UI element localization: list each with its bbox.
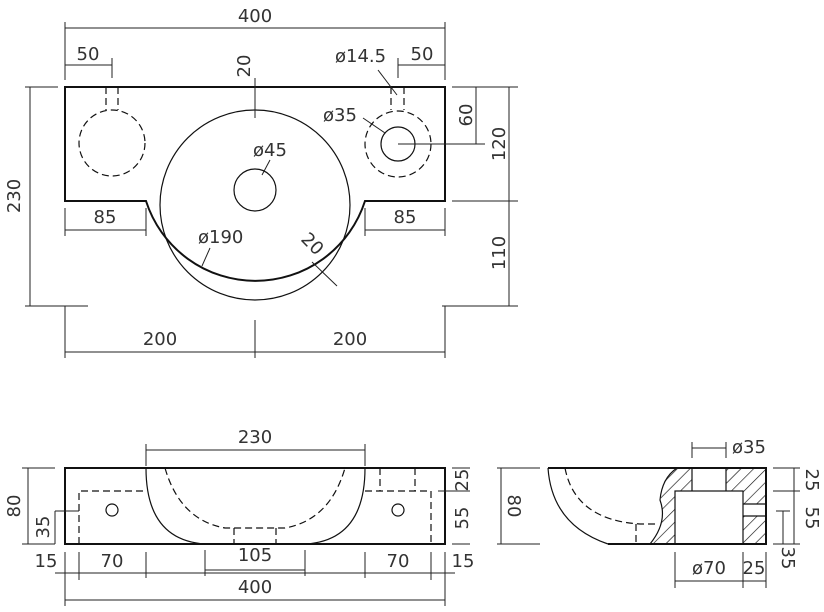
section-view: 80 ø35 25 55 35 ø70 25	[497, 437, 822, 588]
dim-left-deck: 85	[94, 207, 117, 228]
dim-right-offset: 50	[411, 44, 434, 65]
front-view: 230 80 35 25 55 15 70 70 15 105 400	[4, 427, 474, 606]
dim-section-cavity: 55	[801, 507, 822, 530]
dim-section-side-hole: 35	[777, 547, 798, 570]
dim-left-half: 200	[143, 329, 177, 350]
dim-overall-depth: 230	[4, 179, 25, 213]
dim-cavity-depth: 55	[452, 507, 473, 530]
dim-left-cavity: 70	[101, 551, 124, 572]
dim-left-offset: 50	[77, 44, 100, 65]
dim-drain: ø45	[253, 140, 287, 161]
drain-hole	[233, 168, 277, 212]
dim-overall-width: 400	[238, 6, 272, 27]
dim-rim: 20	[234, 55, 255, 78]
dim-section-cavity-dia: ø70	[692, 558, 726, 579]
dim-right-margin: 15	[452, 551, 475, 572]
dim-deck-depth: 120	[489, 127, 510, 161]
dim-overflow: ø35	[323, 105, 357, 126]
top-view: 400 50 50 ø14.5 20 ø35 ø45 60 120 110 23…	[4, 6, 518, 358]
dim-hole-depth: 60	[456, 104, 477, 127]
dim-right-deck: 85	[394, 207, 417, 228]
dim-top-thickness: 25	[452, 469, 473, 492]
dim-section-height: 80	[503, 495, 524, 518]
dim-bowl: ø190	[198, 227, 243, 248]
dim-bowl-width: 230	[238, 427, 272, 448]
dim-height: 80	[4, 495, 25, 518]
dim-front-overall: 400	[238, 577, 272, 598]
dim-section-top: 25	[801, 469, 822, 492]
dim-section-hole: ø35	[732, 437, 766, 458]
dim-cavity-height: 35	[33, 516, 54, 539]
dim-bowl-projection: 110	[489, 236, 510, 270]
dim-section-wall: 25	[743, 558, 766, 579]
dim-right-cavity: 70	[387, 551, 410, 572]
dim-drain-width: 105	[238, 545, 272, 566]
dim-left-margin: 15	[35, 551, 58, 572]
dim-right-half: 200	[333, 329, 367, 350]
dim-wall: 20	[296, 229, 327, 260]
dim-tap-hole: ø14.5	[335, 46, 386, 67]
